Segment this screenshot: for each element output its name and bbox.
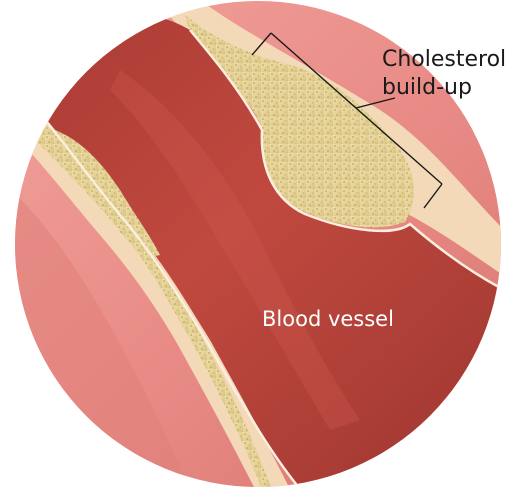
blood-vessel-label: Blood vessel xyxy=(262,308,394,330)
cholesterol-label-line1: Cholesterol xyxy=(382,48,506,71)
cholesterol-label-line2: build-up xyxy=(382,76,472,99)
